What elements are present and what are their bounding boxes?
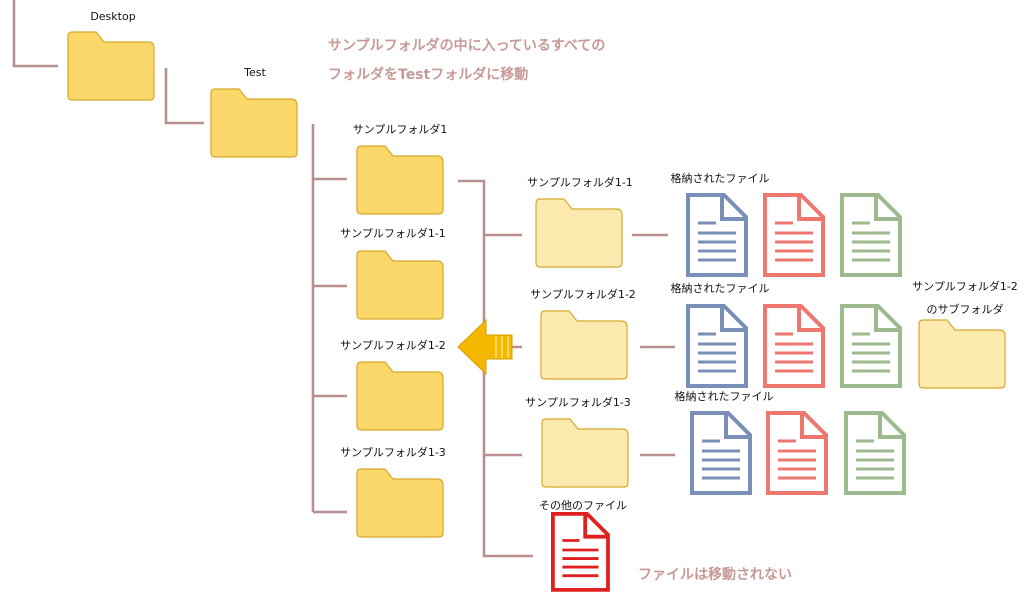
sample1-folder-icon bbox=[356, 145, 444, 215]
stored-files-label-2: 格納されたファイル bbox=[671, 281, 770, 295]
src1-1-label: サンプルフォルダ1-1 bbox=[527, 175, 633, 189]
green-document-icon bbox=[840, 304, 902, 388]
blue-document-icon bbox=[690, 411, 752, 495]
desktop-folder-icon bbox=[67, 31, 155, 101]
sample1-2-folder-icon bbox=[356, 361, 444, 431]
sample1-1-label: サンプルフォルダ1-1 bbox=[340, 226, 446, 240]
instruction-line-2: フォルダをTestフォルダに移動 bbox=[328, 66, 528, 83]
sample1-label: サンプルフォルダ1 bbox=[353, 122, 448, 136]
green-document-icon bbox=[840, 193, 902, 277]
blue-document-icon bbox=[686, 304, 748, 388]
test-folder-icon bbox=[210, 88, 298, 158]
stored-files-label-1: 格納されたファイル bbox=[671, 171, 770, 185]
src1-2-label: サンプルフォルダ1-2 bbox=[530, 287, 636, 301]
connector-desktop-test bbox=[164, 68, 204, 125]
sample1-2-label: サンプルフォルダ1-2 bbox=[340, 338, 446, 352]
connector-sample1-trunk bbox=[458, 179, 533, 558]
subfolder-label-line-1: サンプルフォルダ1-2 bbox=[912, 279, 1018, 293]
desktop-label: Desktop bbox=[90, 10, 135, 23]
test-label: Test bbox=[243, 66, 266, 79]
red-document-icon bbox=[763, 193, 825, 277]
subfolder-folder-icon bbox=[918, 319, 1006, 389]
not-moved-note: ファイルは移動されない bbox=[638, 566, 792, 583]
other-files-label: その他のファイル bbox=[539, 499, 627, 512]
sample1-1-folder-icon bbox=[356, 250, 444, 320]
src1-3-label: サンプルフォルダ1-3 bbox=[525, 395, 631, 409]
other-document-icon bbox=[551, 512, 610, 592]
stored-files-label-3: 格納されたファイル bbox=[675, 389, 774, 403]
sample1-3-folder-icon bbox=[356, 468, 444, 538]
red-document-icon bbox=[766, 411, 828, 495]
blue-document-icon bbox=[686, 193, 748, 277]
src1-1-folder-icon bbox=[535, 198, 623, 268]
green-document-icon bbox=[844, 411, 906, 495]
connector-root-desktop bbox=[12, 0, 58, 68]
sample1-3-label: サンプルフォルダ1-3 bbox=[340, 445, 446, 459]
connector-lines bbox=[12, 0, 675, 558]
move-arrow-icon bbox=[457, 318, 513, 376]
subfolder-label-line-2: のサブフォルダ bbox=[927, 302, 1004, 316]
src1-3-folder-icon bbox=[541, 418, 629, 488]
src1-2-folder-icon bbox=[540, 310, 628, 380]
red-document-icon bbox=[763, 304, 825, 388]
instruction-line-1: サンプルフォルダの中に入っているすべての bbox=[328, 37, 605, 54]
